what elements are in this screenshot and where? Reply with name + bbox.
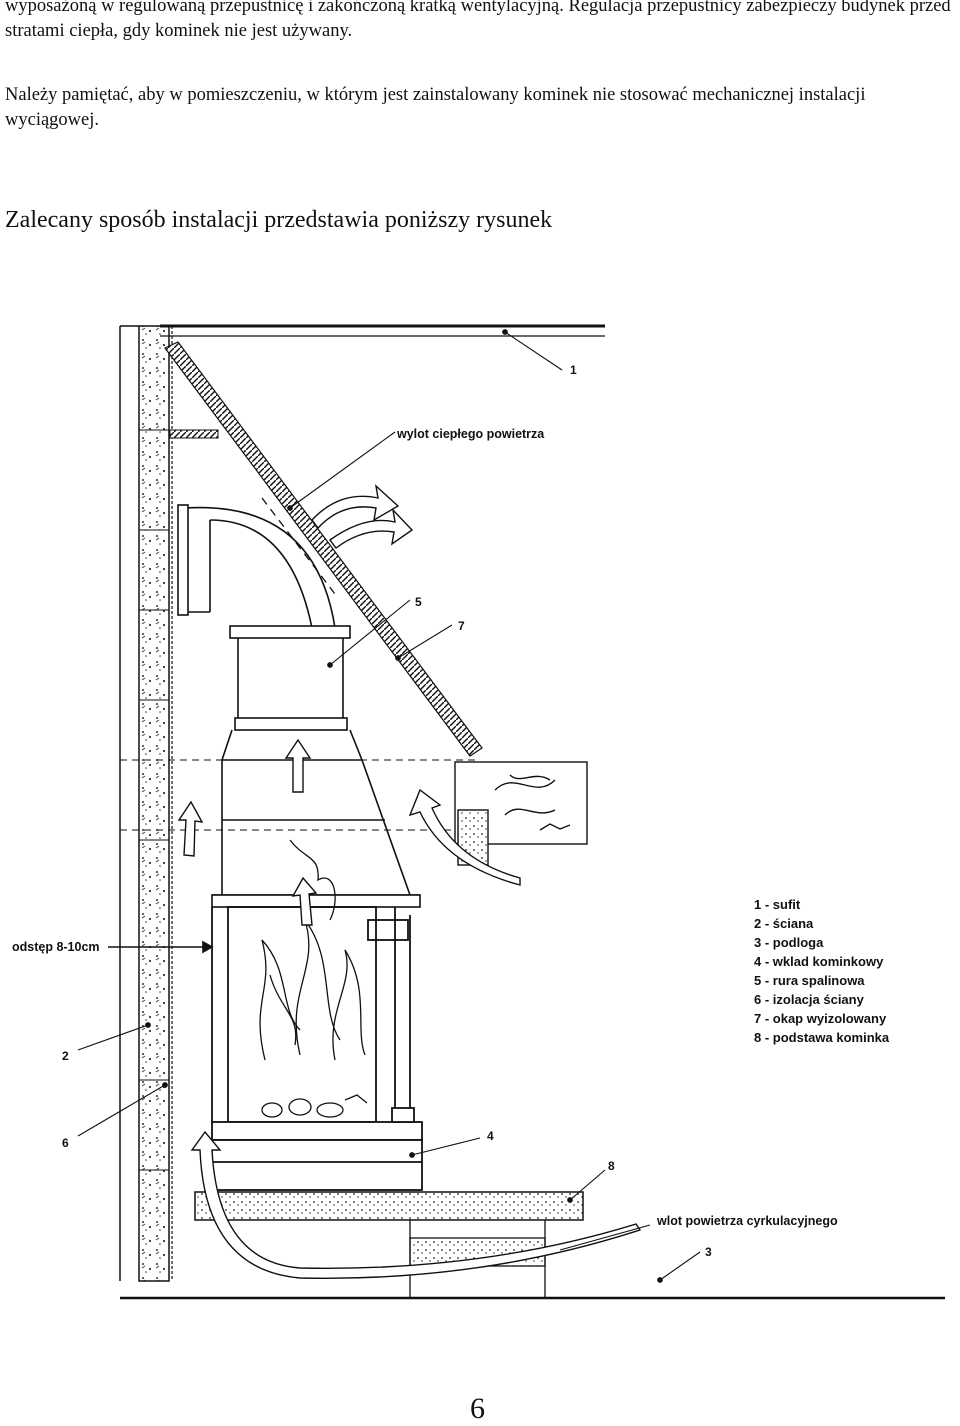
label-warm-air-outlet: wylot ciepłego powietrza xyxy=(396,427,545,441)
warm-air-arrow-lower xyxy=(329,507,414,549)
up-arrow-flame xyxy=(291,876,318,926)
circulation-arrow-right xyxy=(408,788,521,886)
callout-7: 7 xyxy=(458,619,465,633)
legend-item: 8 - podstawa kominka xyxy=(754,1030,890,1045)
legend-item: 6 - izolacja ściany xyxy=(754,992,865,1007)
fireplace-housing xyxy=(211,717,421,908)
legend-item: 7 - okap wyizolowany xyxy=(754,1011,887,1026)
legend-item: 1 - sufit xyxy=(754,897,801,912)
callout-8: 8 xyxy=(608,1159,615,1173)
fireplace-installation-diagram: wylot ciepłego powietrza odstęp 8-10cm w… xyxy=(12,324,945,1300)
insulated-hood xyxy=(164,341,483,757)
callout-3: 3 xyxy=(705,1245,712,1259)
callout-lines xyxy=(77,329,701,1283)
circulation-arrow-bottom xyxy=(190,1130,642,1279)
air-grille-box xyxy=(454,761,588,866)
legend-item: 3 - podloga xyxy=(754,935,824,950)
callout-4: 4 xyxy=(487,1129,494,1143)
paragraph-damper: wyposażoną w regulowaną przepustnicę i z… xyxy=(5,0,951,41)
wall xyxy=(119,325,173,1282)
fireplace-base xyxy=(194,1191,584,1298)
spacing-indicator xyxy=(108,940,214,954)
callout-6: 6 xyxy=(62,1136,69,1150)
label-spacing: odstęp 8-10cm xyxy=(12,940,100,954)
fireplace-insert xyxy=(211,906,423,1191)
warm-air-arrow-upper xyxy=(311,484,400,530)
label-circulation-inlet: wlot powietrza cyrkulacyjnego xyxy=(656,1214,838,1228)
diagram-heading: Zalecany sposób instalacji przedstawia p… xyxy=(5,207,553,233)
page-number: 6 xyxy=(470,1392,485,1425)
legend-item: 2 - ściana xyxy=(754,916,814,931)
ceiling xyxy=(160,324,605,337)
callout-5: 5 xyxy=(415,595,422,609)
up-arrow-inner xyxy=(284,738,312,793)
legend: 1 - sufit 2 - ściana 3 - podloga 4 - wkl… xyxy=(754,897,890,1045)
flames xyxy=(259,839,368,1118)
legend-item: 5 - rura spalinowa xyxy=(754,973,865,988)
up-arrow-left xyxy=(177,800,204,857)
callout-2: 2 xyxy=(62,1049,69,1063)
air-flow-arrows xyxy=(177,484,642,1279)
callout-1: 1 xyxy=(570,363,577,377)
legend-item: 4 - wklad kominkowy xyxy=(754,954,884,969)
paragraph-ventilation-warning: Należy pamiętać, aby w pomieszczeniu, w … xyxy=(5,85,866,130)
flue-pipe xyxy=(177,504,351,718)
